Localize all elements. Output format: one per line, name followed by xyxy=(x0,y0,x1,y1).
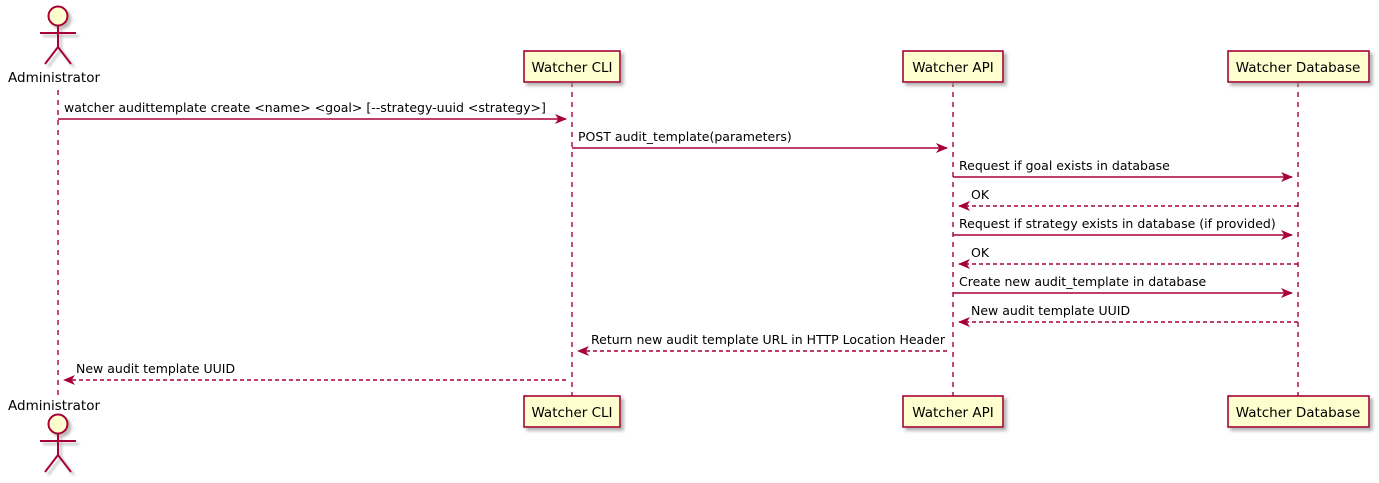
actor-head-icon xyxy=(47,413,69,435)
participant-label-watcher-api-top: Watcher API xyxy=(912,60,994,76)
participant-box-watcher-api-bottom[interactable]: Watcher API xyxy=(902,395,1004,428)
message-2[interactable]: POST audit_template(parameters) xyxy=(572,129,948,153)
message-9[interactable]: Return new audit template URL in HTTP Lo… xyxy=(577,332,947,356)
message-label: Request if strategy exists in database (… xyxy=(959,216,1276,231)
participant-box-rect xyxy=(902,50,1004,83)
participant-box-rect xyxy=(902,395,1004,428)
message-8[interactable]: New audit template UUID xyxy=(958,303,1298,327)
participant-box-rect xyxy=(523,50,621,83)
message-1[interactable]: watcher audittemplate create <name> <goa… xyxy=(58,100,567,124)
actor-label-administrator-bottom: Administrator xyxy=(8,398,100,414)
message-label: Return new audit template URL in HTTP Lo… xyxy=(591,332,946,347)
message-7[interactable]: Create new audit_template in database xyxy=(953,274,1293,298)
participant-box-watcher-database-bottom[interactable]: Watcher Database xyxy=(1227,395,1370,428)
actor-head-icon xyxy=(47,5,69,27)
actor-leg-left-icon xyxy=(44,46,59,65)
actor-leg-left-icon xyxy=(44,454,59,473)
actor-leg-right-icon xyxy=(57,46,72,65)
participant-box-watcher-cli-top[interactable]: Watcher CLI xyxy=(523,50,621,83)
message-label: New audit template UUID xyxy=(76,361,235,376)
actor-label-administrator-top: Administrator xyxy=(8,70,100,86)
participant-label-watcher-database-bottom: Watcher Database xyxy=(1236,405,1361,421)
message-4[interactable]: OK xyxy=(958,187,1298,211)
message-3[interactable]: Request if goal exists in database xyxy=(953,158,1293,182)
participant-box-rect xyxy=(523,395,621,428)
message-label: Create new audit_template in database xyxy=(959,274,1206,289)
participant-label-watcher-cli-top: Watcher CLI xyxy=(531,60,612,76)
participant-label-watcher-cli-bottom: Watcher CLI xyxy=(531,405,612,421)
message-label: OK xyxy=(971,245,990,260)
actor-administrator-bottom[interactable] xyxy=(40,413,76,473)
participant-box-watcher-api-top[interactable]: Watcher API xyxy=(902,50,1004,83)
participant-label-watcher-database-top: Watcher Database xyxy=(1236,60,1361,76)
message-label: OK xyxy=(971,187,990,202)
message-label: watcher audittemplate create <name> <goa… xyxy=(64,100,546,115)
message-6[interactable]: OK xyxy=(958,245,1298,269)
lifelines-group xyxy=(57,82,1299,396)
actor-leg-right-icon xyxy=(57,454,72,473)
participant-box-rect xyxy=(1227,395,1370,428)
participant-label-watcher-api-bottom: Watcher API xyxy=(912,405,994,421)
message-5[interactable]: Request if strategy exists in database (… xyxy=(953,216,1293,240)
participant-box-watcher-database-top[interactable]: Watcher Database xyxy=(1227,50,1370,83)
message-label: POST audit_template(parameters) xyxy=(578,129,792,144)
participant-box-rect xyxy=(1227,50,1370,83)
participant-box-watcher-cli-bottom[interactable]: Watcher CLI xyxy=(523,395,621,428)
message-10[interactable]: New audit template UUID xyxy=(63,361,566,385)
actor-administrator-top[interactable] xyxy=(40,5,76,65)
message-label: New audit template UUID xyxy=(971,303,1130,318)
message-label: Request if goal exists in database xyxy=(959,158,1170,173)
